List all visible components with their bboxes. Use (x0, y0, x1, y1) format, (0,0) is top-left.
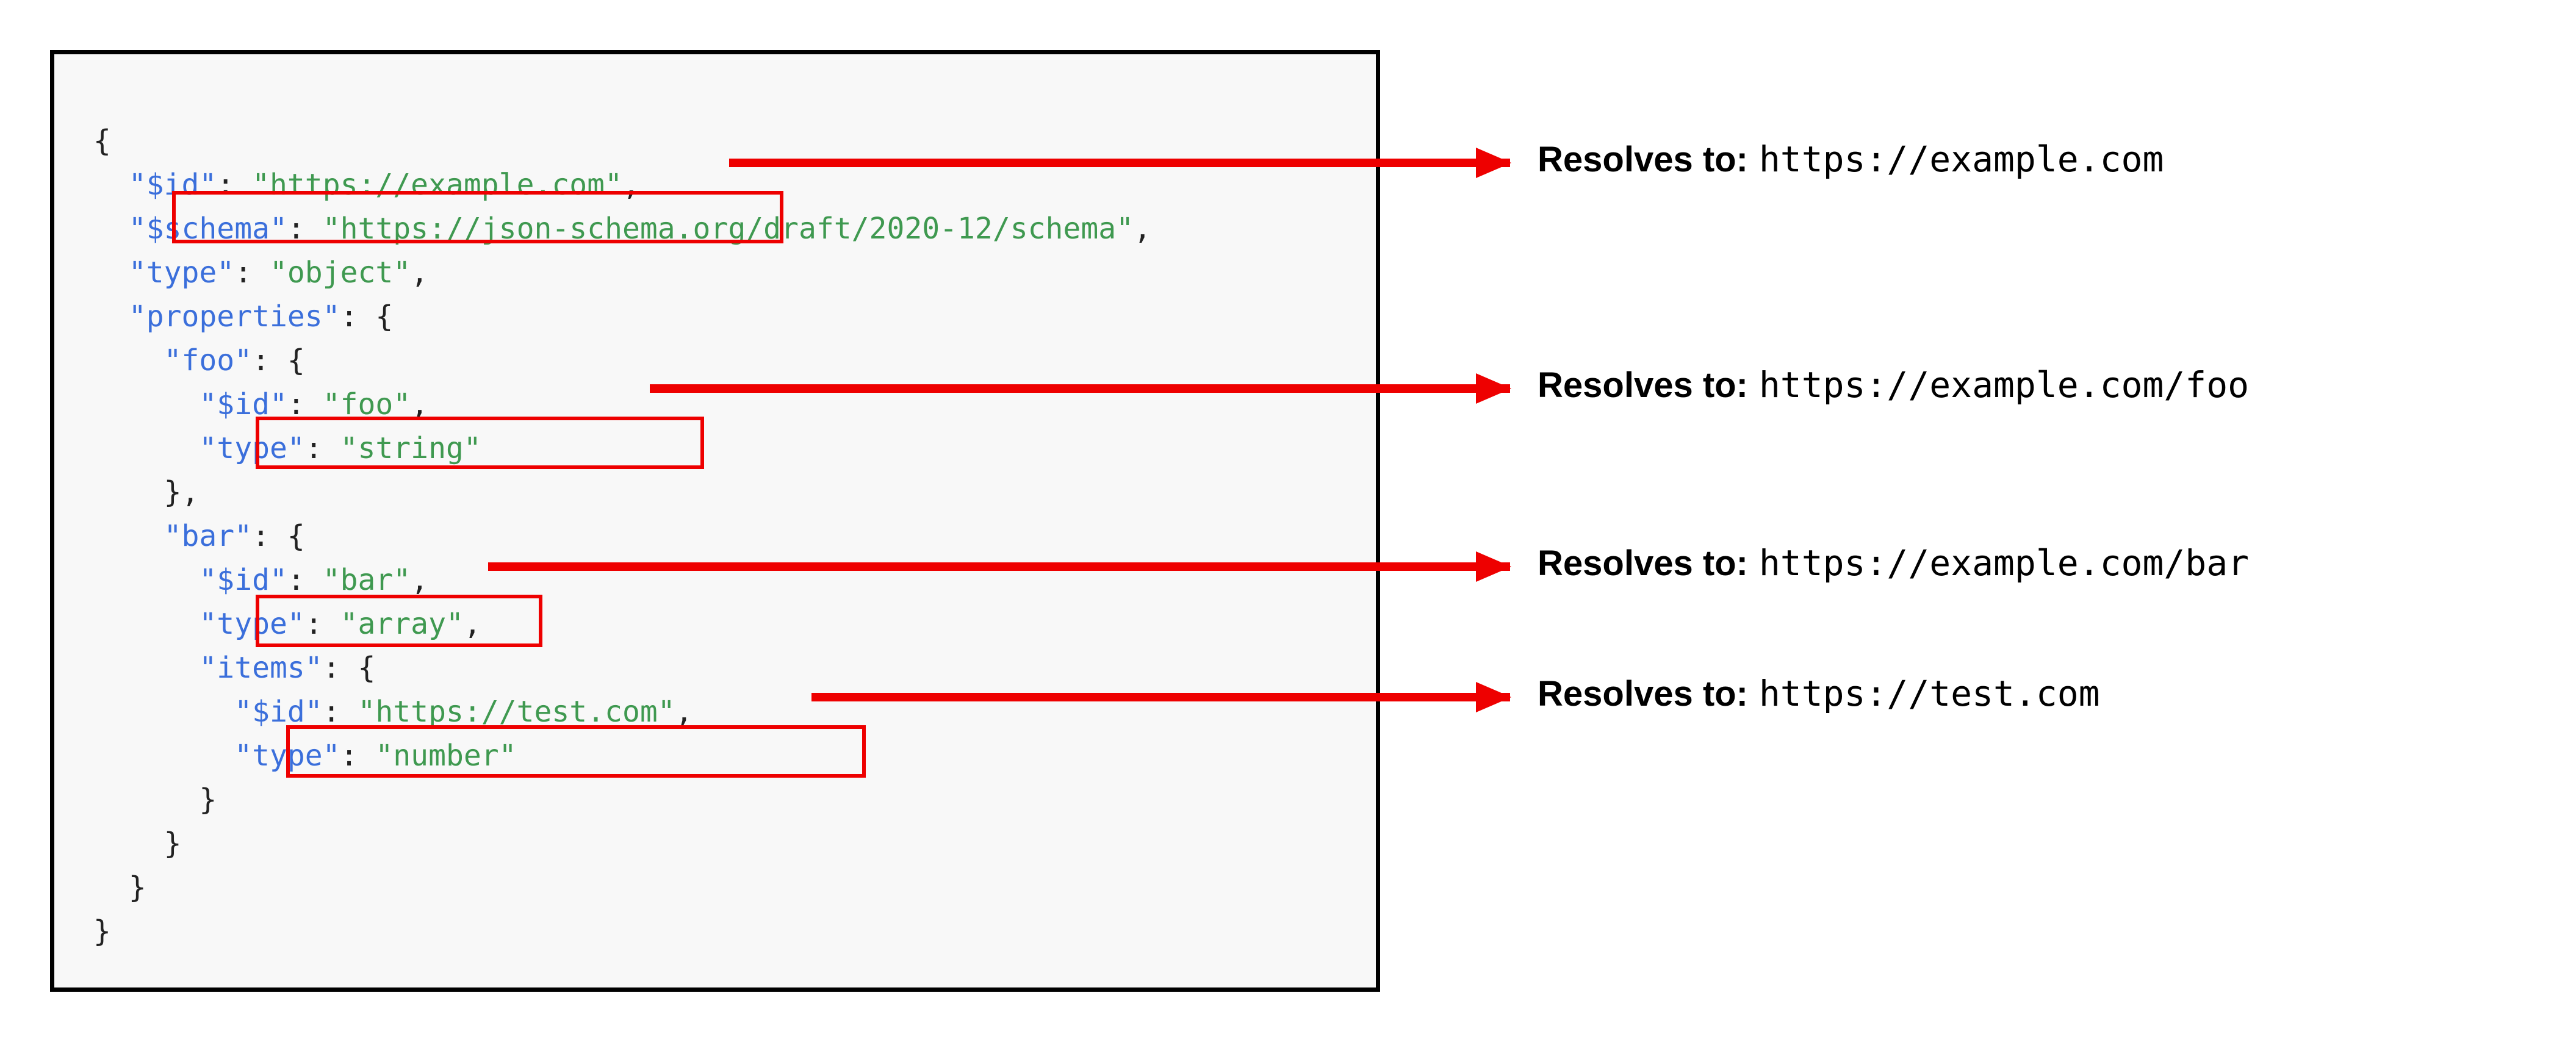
code-token-p: , (411, 563, 429, 597)
code-line: }, (93, 470, 1151, 514)
code-panel: {"$id": "https://example.com","$schema":… (50, 50, 1380, 992)
arrow-shaft (729, 159, 1510, 167)
code-line: "foo": { (93, 339, 1151, 382)
code-token-p: , (1134, 212, 1151, 246)
code-token-s: "foo" (322, 387, 411, 421)
code-token-p: , (463, 607, 481, 641)
code-line: "items": { (93, 646, 1151, 690)
code-line: } (93, 778, 1151, 822)
code-token-k: "$id" (128, 168, 217, 202)
json-code-block: {"$id": "https://example.com","$schema":… (54, 84, 1151, 953)
code-token-p: { (93, 124, 111, 158)
code-token-s: "https://test.com" (358, 695, 675, 729)
code-line: "type": "number" (93, 734, 1151, 778)
code-token-p: : { (252, 519, 305, 553)
code-line: "$id": "https://example.com", (93, 163, 1151, 207)
annotation-root-id: Resolves to: https://example.com (1538, 138, 2164, 180)
resolves-to-label: Resolves to: (1538, 543, 1748, 583)
arrow-head-icon (1476, 373, 1511, 404)
resolves-to-label: Resolves to: (1538, 365, 1748, 405)
code-token-p: : (304, 431, 340, 465)
code-token-p: : (287, 387, 323, 421)
code-token-p: : (287, 563, 323, 597)
code-line: { (93, 119, 1151, 163)
code-token-s: "object" (269, 256, 411, 290)
code-token-p: , (622, 168, 640, 202)
code-line: } (93, 866, 1151, 909)
arrow-shaft (650, 384, 1510, 393)
code-token-p: , (411, 387, 429, 421)
code-token-p: : { (252, 343, 305, 378)
code-line: "$id": "https://test.com", (93, 690, 1151, 734)
code-token-s: "https://json-schema.org/draft/2020-12/s… (322, 212, 1134, 246)
code-line: "$id": "foo", (93, 382, 1151, 426)
code-line: "properties": { (93, 295, 1151, 339)
arrow-items-id (811, 682, 1511, 712)
code-token-k: "bar" (164, 519, 253, 553)
code-token-s: "array" (340, 607, 464, 641)
code-token-p: : (217, 168, 253, 202)
code-token-k: "properties" (128, 299, 340, 334)
code-token-k: "$id" (199, 387, 287, 421)
code-token-k: "$id" (199, 563, 287, 597)
annotation-bar-id: Resolves to: https://example.com/bar (1538, 542, 2249, 584)
code-token-p: } (164, 826, 182, 861)
code-token-p: : { (340, 299, 394, 334)
code-token-p: } (199, 783, 217, 817)
code-token-p: } (93, 914, 111, 948)
code-line: "bar": { (93, 514, 1151, 558)
code-line: "type": "array", (93, 602, 1151, 646)
code-token-p: : (234, 256, 270, 290)
resolved-url: https://example.com/foo (1758, 364, 2250, 406)
arrow-root-id (729, 148, 1511, 178)
code-token-k: "type" (199, 431, 305, 465)
arrow-foo-id (650, 373, 1511, 404)
resolved-url: https://example.com (1758, 138, 2164, 180)
code-token-p: } (128, 870, 146, 905)
code-line: "type": "object", (93, 251, 1151, 295)
code-token-s: "string" (340, 431, 481, 465)
code-token-k: "items" (199, 651, 323, 685)
code-token-k: "type" (128, 256, 235, 290)
code-line: } (93, 909, 1151, 953)
code-token-k: "type" (199, 607, 305, 641)
annotation-items-id: Resolves to: https://test.com (1538, 673, 2100, 714)
code-token-p: : (287, 212, 323, 246)
code-token-p: : (322, 695, 358, 729)
arrow-head-icon (1476, 551, 1511, 582)
arrow-shaft (488, 562, 1510, 571)
code-token-p: , (675, 695, 693, 729)
resolves-to-label: Resolves to: (1538, 674, 1748, 714)
annotation-foo-id: Resolves to: https://example.com/foo (1538, 364, 2249, 406)
code-token-p: , (411, 256, 429, 290)
arrow-head-icon (1476, 148, 1511, 178)
arrow-bar-id (488, 551, 1511, 582)
code-line: "$schema": "https://json-schema.org/draf… (93, 207, 1151, 251)
code-line: } (93, 822, 1151, 866)
arrow-shaft (811, 693, 1510, 701)
resolves-to-label: Resolves to: (1538, 140, 1748, 179)
code-token-s: "https://example.com" (252, 168, 622, 202)
resolved-url: https://example.com/bar (1758, 542, 2250, 584)
code-token-s: "bar" (322, 563, 411, 597)
code-token-p: : (304, 607, 340, 641)
code-token-s: "number" (375, 739, 517, 773)
code-token-p: }, (164, 475, 200, 509)
code-token-k: "$id" (234, 695, 323, 729)
code-token-p: : { (322, 651, 376, 685)
code-line: "$id": "bar", (93, 558, 1151, 602)
code-token-k: "foo" (164, 343, 253, 378)
code-token-p: : (340, 739, 376, 773)
code-token-k: "type" (234, 739, 340, 773)
code-token-k: "$schema" (128, 212, 287, 246)
code-line: "type": "string" (93, 426, 1151, 470)
resolved-url: https://test.com (1758, 673, 2100, 714)
arrow-head-icon (1476, 682, 1511, 712)
